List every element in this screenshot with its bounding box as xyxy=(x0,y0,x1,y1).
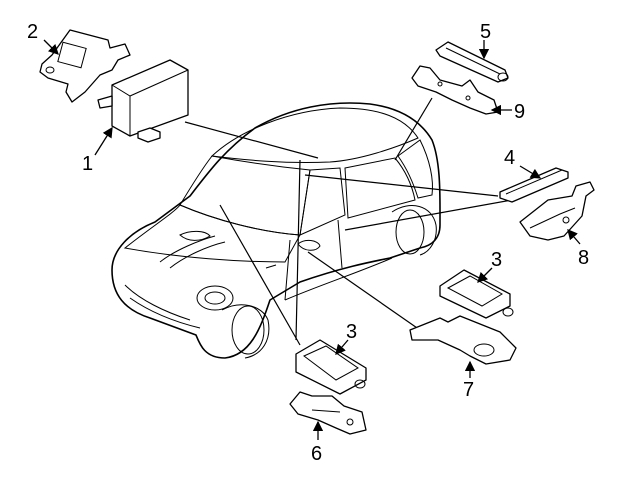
callout-8: 8 xyxy=(578,247,589,269)
callout-3-right: 3 xyxy=(491,249,502,271)
callout-2: 2 xyxy=(27,21,38,43)
part-5-sensor xyxy=(435,41,509,83)
part-2-bracket xyxy=(39,29,131,103)
part-6-bracket xyxy=(289,391,367,435)
callout-6: 6 xyxy=(311,443,322,465)
part-3-sensor-lower xyxy=(295,339,367,395)
part-3-sensor-right xyxy=(439,269,514,319)
car-illustration xyxy=(111,102,441,359)
callout-3-lower: 3 xyxy=(346,321,357,343)
part-4-sensor xyxy=(499,167,569,203)
leader-lines xyxy=(184,97,513,346)
callout-1: 1 xyxy=(82,153,93,175)
callout-arrows xyxy=(43,39,581,440)
part-9-bracket xyxy=(411,65,499,115)
callout-numbers: 1 2 3 3 4 5 6 7 8 9 xyxy=(27,21,589,465)
part-1-module xyxy=(97,59,189,143)
callout-7: 7 xyxy=(463,379,474,401)
part-7-bracket xyxy=(409,315,517,365)
callout-5: 5 xyxy=(480,21,491,43)
callout-9: 9 xyxy=(514,101,525,123)
part-8-bracket xyxy=(519,181,595,241)
callout-4: 4 xyxy=(504,147,515,169)
